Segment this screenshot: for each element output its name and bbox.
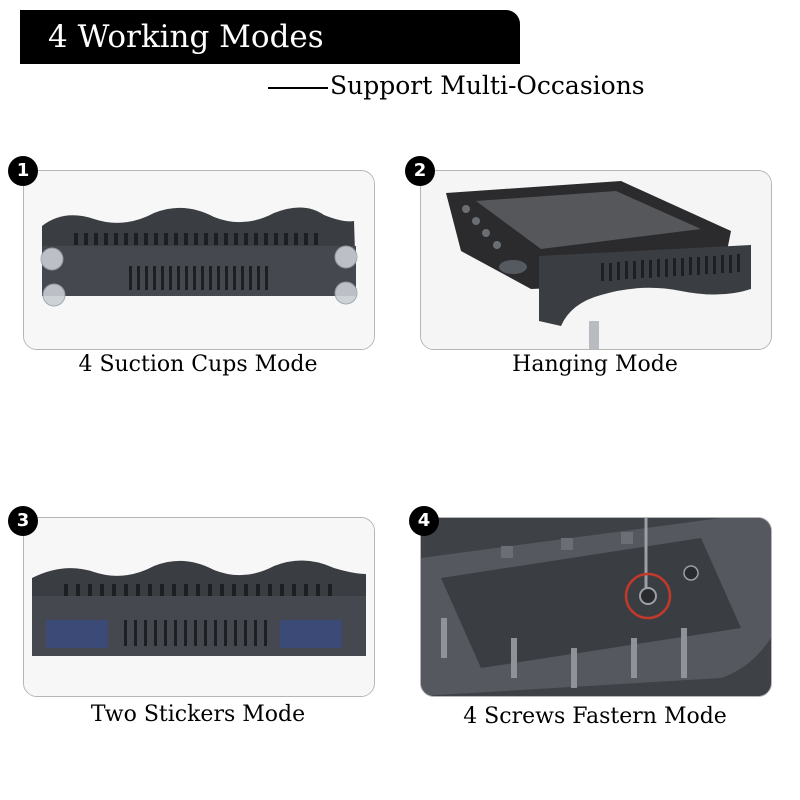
mode-1-caption: 4 Suction Cups Mode <box>78 352 318 377</box>
mode-4-badge: 4 <box>409 506 439 536</box>
mode-3-panel <box>23 517 375 697</box>
stickers-product-image <box>24 518 374 696</box>
title-banner: 4 Working Modes <box>20 10 520 64</box>
mode-3-badge: 3 <box>8 506 38 536</box>
mode-2-panel <box>420 170 772 350</box>
subtitle-dash <box>268 86 328 89</box>
subtitle: Support Multi-Occasions <box>268 66 645 106</box>
subtitle-text: Support Multi-Occasions <box>330 71 645 100</box>
mode-2-caption: Hanging Mode <box>512 352 678 377</box>
hanging-product-image <box>421 171 771 349</box>
mode-3-caption: Two Stickers Mode <box>90 702 306 727</box>
mode-1-panel <box>23 170 375 350</box>
screws-product-image <box>421 518 771 696</box>
mode-2-badge: 2 <box>405 156 435 186</box>
mode-4-panel <box>420 517 772 697</box>
suction-cups-product-image <box>24 171 374 349</box>
mode-4-caption: 4 Screws Fastern Mode <box>463 704 727 729</box>
mode-1-badge: 1 <box>8 156 38 186</box>
page-title: 4 Working Modes <box>48 19 324 55</box>
